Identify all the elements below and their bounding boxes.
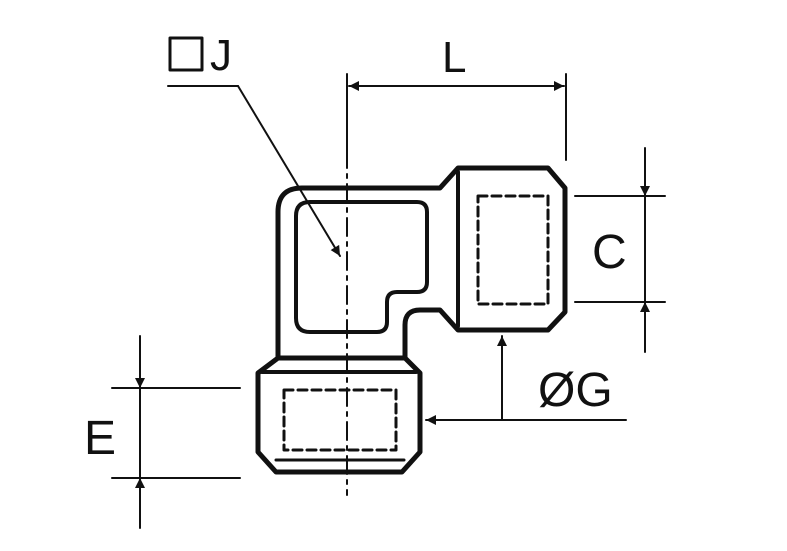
elbow-body-outline xyxy=(275,165,568,361)
right-thread-dashed xyxy=(476,194,550,306)
square-symbol xyxy=(168,36,204,72)
e-label: E xyxy=(84,412,116,465)
l-label: L xyxy=(442,33,466,82)
bottom-end-outline xyxy=(255,355,423,475)
bottom-thread-dashed xyxy=(282,388,398,452)
c-label: C xyxy=(592,226,627,279)
j-leader-arrow xyxy=(237,85,341,257)
g-label: ØG xyxy=(538,364,613,417)
j-label: J xyxy=(210,31,232,80)
inner-cavity xyxy=(294,200,429,334)
